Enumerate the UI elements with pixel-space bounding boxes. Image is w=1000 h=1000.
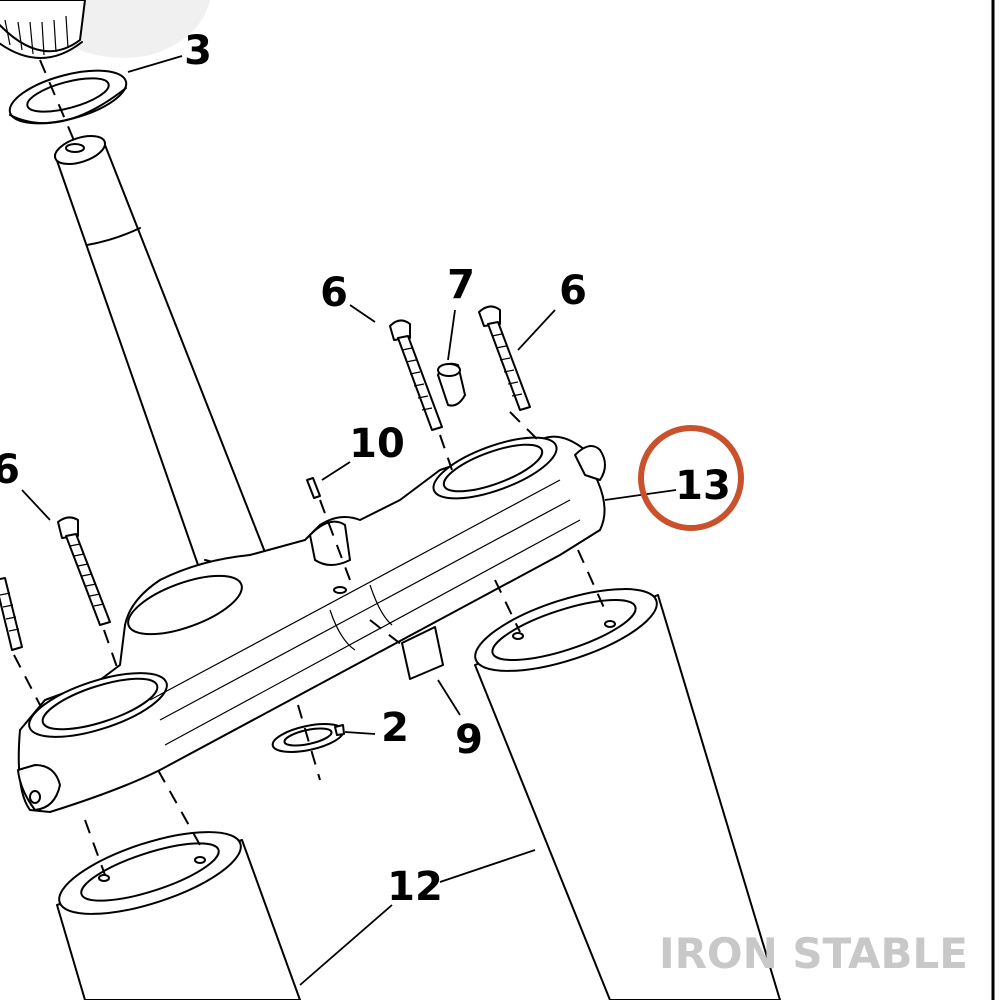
steering-stem [53,135,271,586]
watermark-text: IRON STABLE [659,929,968,978]
fork-tube-left [56,831,301,1000]
bolt-left [57,516,111,626]
tapered-bearing [0,0,86,59]
roll-pin [306,477,321,499]
alignment-lines [13,411,606,876]
fork-tube-right [474,588,781,1000]
stud-fitting [437,362,466,407]
callout-2: 2 [381,705,409,751]
callout-10: 10 [349,421,405,467]
callout-9: 9 [455,717,483,763]
callout-6-center: 6 [320,270,348,316]
axis-line [39,59,79,151]
callout-6-right: 6 [559,268,587,314]
bolt-far-left [0,577,23,651]
leader-lines [21,55,677,986]
bearing-race [8,69,128,125]
bolt-center [389,319,443,431]
callout-3: 3 [184,28,212,74]
callout-7: 7 [447,262,475,308]
pad-square [401,626,444,680]
bolt-right [478,305,531,411]
callout-13: 13 [675,463,731,509]
callout-12: 12 [387,864,443,910]
background-shape [60,0,210,58]
lock-washer [271,723,345,753]
callout-6-left: 6 [0,447,20,493]
highlight-circle [638,425,744,531]
